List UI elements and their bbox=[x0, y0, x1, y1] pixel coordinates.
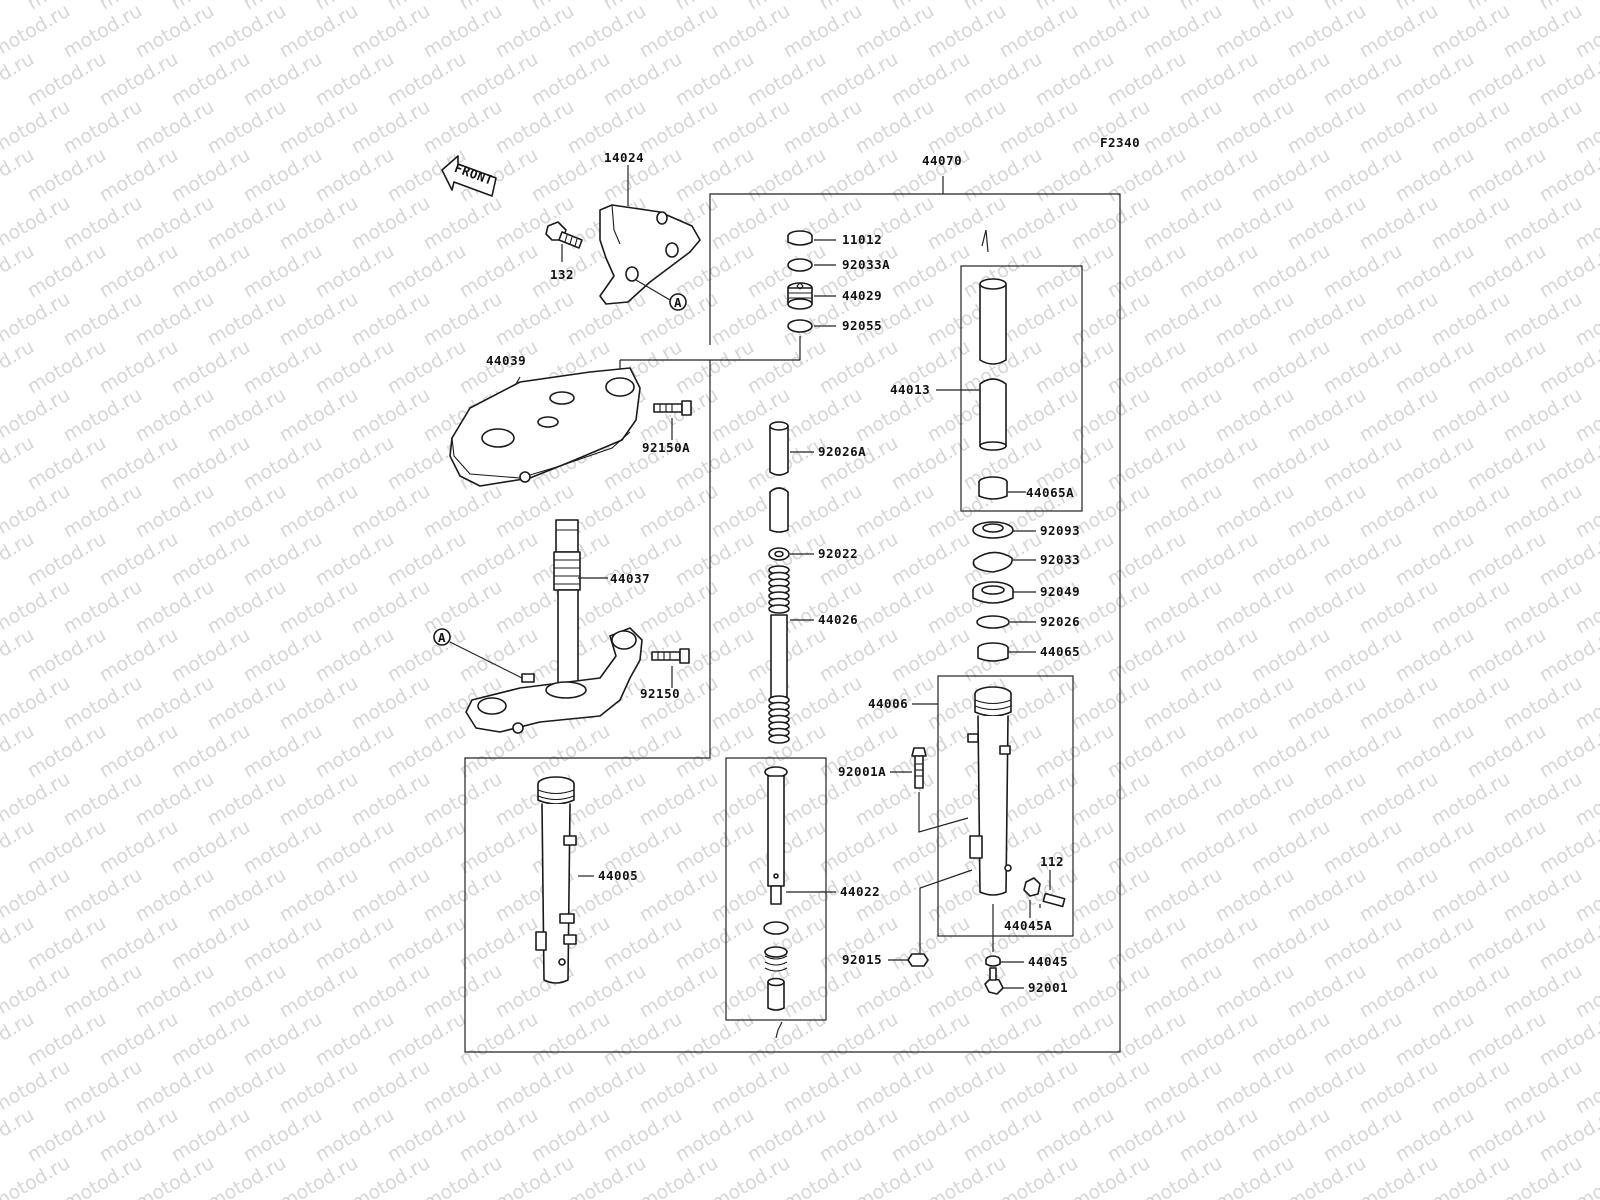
label-44013: 44013 bbox=[890, 382, 930, 397]
front-arrow-icon: FRONT bbox=[441, 155, 497, 197]
cover-14024 bbox=[599, 204, 701, 305]
diagram-code: F2340 bbox=[1100, 135, 1140, 150]
oil-seal-92049 bbox=[972, 581, 1014, 604]
dust-seal-92093 bbox=[972, 521, 1014, 539]
upper-bracket-44039 bbox=[449, 367, 641, 487]
part-labels: 44070 14024 132 44039 92150A 44037 92150… bbox=[486, 150, 1080, 995]
ref-marker-a-top-text: A bbox=[674, 295, 682, 310]
label-112: 112 bbox=[1040, 854, 1064, 869]
outer-tube-44006 bbox=[967, 686, 1012, 896]
oring-92055 bbox=[787, 319, 813, 333]
subassembly-frame-44006 bbox=[937, 675, 1074, 937]
label-92033: 92033 bbox=[1040, 552, 1080, 567]
label-92093: 92093 bbox=[1040, 523, 1080, 538]
label-44065A: 44065A bbox=[1026, 485, 1074, 500]
subassembly-frame-44013 bbox=[960, 265, 1083, 512]
spring-coil bbox=[768, 734, 790, 744]
label-14024: 14024 bbox=[604, 150, 644, 165]
label-92150A: 92150A bbox=[642, 440, 690, 455]
bushing-44065 bbox=[977, 642, 1009, 662]
label-92001A: 92001A bbox=[838, 764, 886, 779]
inner-tube-44013 bbox=[979, 278, 1007, 451]
bolt-92150A bbox=[653, 400, 692, 416]
ref-marker-a-bottom-text: A bbox=[438, 630, 446, 645]
spring-44026 bbox=[768, 565, 790, 744]
bushing-44065A bbox=[978, 476, 1008, 500]
label-92026A: 92026A bbox=[818, 444, 866, 459]
label-44037: 44037 bbox=[610, 571, 650, 586]
label-44029: 44029 bbox=[842, 288, 882, 303]
label-44070: 44070 bbox=[922, 153, 962, 168]
label-92022: 92022 bbox=[818, 546, 858, 561]
label-44005: 44005 bbox=[598, 868, 638, 883]
label-44006: 44006 bbox=[868, 696, 908, 711]
label-11012: 11012 bbox=[842, 232, 882, 247]
bolt-92001 bbox=[984, 967, 1004, 995]
washer-92022-hole bbox=[774, 550, 784, 558]
circlip-92033 bbox=[972, 551, 1013, 573]
ref-marker-a-top: A bbox=[669, 293, 687, 311]
cap-11012 bbox=[787, 230, 813, 246]
label-92015: 92015 bbox=[842, 952, 882, 967]
spring-straight-section bbox=[770, 614, 788, 698]
assembly-frame-44070 bbox=[464, 176, 1121, 1053]
label-92055: 92055 bbox=[842, 318, 882, 333]
label-132: 132 bbox=[550, 267, 574, 282]
spring-coil bbox=[768, 604, 790, 614]
washer-44045 bbox=[985, 955, 1001, 967]
subassembly-frame-44022 bbox=[725, 757, 827, 1021]
damper-rod-44022 bbox=[763, 766, 789, 1011]
label-92026: 92026 bbox=[1040, 614, 1080, 629]
bolt-92001A bbox=[911, 747, 927, 789]
label-44026: 44026 bbox=[818, 612, 858, 627]
bolt-92150 bbox=[651, 648, 690, 664]
leader-lines bbox=[515, 165, 1036, 989]
oring-92033A bbox=[787, 258, 813, 272]
label-92049: 92049 bbox=[1040, 584, 1080, 599]
washer-92015 bbox=[907, 953, 929, 967]
label-92001: 92001 bbox=[1028, 980, 1068, 995]
plug-44029 bbox=[787, 282, 813, 310]
label-44045: 44045 bbox=[1028, 954, 1068, 969]
outer-tube-44005 bbox=[535, 776, 577, 984]
label-44045A: 44045A bbox=[1004, 918, 1052, 933]
washer-92026 bbox=[976, 615, 1010, 629]
label-92150: 92150 bbox=[640, 686, 680, 701]
bolt-132 bbox=[545, 221, 583, 249]
steering-stem-44037 bbox=[465, 519, 643, 734]
label-44022: 44022 bbox=[840, 884, 880, 899]
ref-marker-a-bottom: A bbox=[433, 628, 451, 646]
bolt-112 bbox=[1042, 892, 1066, 908]
label-44065: 44065 bbox=[1040, 644, 1080, 659]
spacer-92026A bbox=[769, 421, 789, 533]
nut-44045A bbox=[1023, 877, 1041, 897]
label-44039: 44039 bbox=[486, 353, 526, 368]
label-92033A: 92033A bbox=[842, 257, 890, 272]
